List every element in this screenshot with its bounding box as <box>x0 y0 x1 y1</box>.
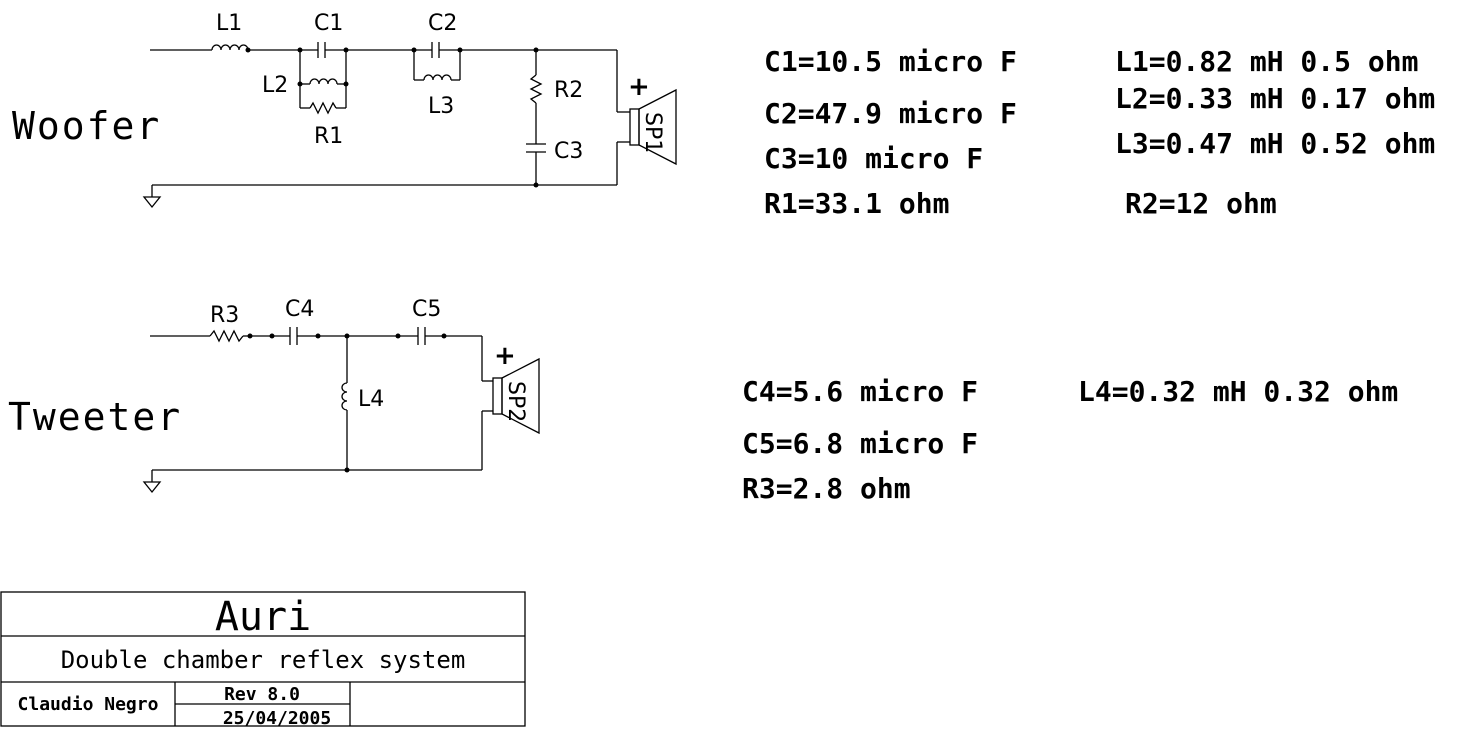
value-l4: L4=0.32 mH 0.32 ohm <box>1078 375 1398 408</box>
inductor-l2 <box>309 78 338 85</box>
value-r3: R3=2.8 ohm <box>742 472 911 505</box>
project-subtitle: Double chamber reflex system <box>61 646 466 674</box>
node <box>343 81 349 87</box>
title-block: Auri Double chamber reflex system Claudi… <box>0 591 526 729</box>
polarity-plus-sp2: + <box>494 341 516 371</box>
value-l1: L1=0.82 mH 0.5 ohm <box>1115 45 1418 78</box>
woofer-values: C1=10.5 micro F C2=47.9 micro F C3=10 mi… <box>764 45 1435 220</box>
node <box>297 81 303 87</box>
label-r3: R3 <box>210 303 239 328</box>
inductor-l4 <box>341 382 348 411</box>
label-c4: C4 <box>285 297 314 322</box>
date: 25/04/2005 <box>223 708 331 729</box>
value-r1: R1=33.1 ohm <box>764 187 949 220</box>
label-c1: C1 <box>314 11 343 36</box>
speaker-sp1 <box>629 88 677 166</box>
tweeter-title: Tweeter <box>8 395 182 439</box>
speaker-sp2 <box>492 357 540 435</box>
label-sp2: SP2 <box>503 381 528 422</box>
label-l2: L2 <box>262 73 288 98</box>
tweeter-circuit: Tweeter R3 C4 C5 L4 <box>8 297 540 494</box>
resistor-r2 <box>529 74 543 104</box>
value-r2: R2=12 ohm <box>1125 187 1277 220</box>
value-c2: C2=47.9 micro F <box>764 97 1017 130</box>
inductor-l1 <box>211 44 249 51</box>
value-c3: C3=10 micro F <box>764 142 983 175</box>
revision: Rev 8.0 <box>224 684 300 705</box>
label-l3: L3 <box>428 94 454 119</box>
value-l2: L2=0.33 mH 0.17 ohm <box>1115 82 1435 115</box>
label-c2: C2 <box>428 11 457 36</box>
inductor-l3 <box>423 74 452 81</box>
project-title: Auri <box>215 594 311 640</box>
polarity-plus-sp1: + <box>628 72 650 102</box>
value-c4: C4=5.6 micro F <box>742 375 978 408</box>
label-sp1: SP1 <box>640 112 665 153</box>
value-l3: L3=0.47 mH 0.52 ohm <box>1115 127 1435 160</box>
resistor-r1 <box>309 101 337 115</box>
label-c5: C5 <box>412 297 441 322</box>
label-l4: L4 <box>358 387 384 412</box>
woofer-title: Woofer <box>12 104 161 148</box>
woofer-circuit: Woofer L1 C1 L2 R1 <box>12 11 677 209</box>
title-block-frame <box>0 591 526 727</box>
value-c1: C1=10.5 micro F <box>764 45 1017 78</box>
label-c3: C3 <box>554 139 583 164</box>
ground-icon <box>142 196 162 209</box>
resistor-r3 <box>209 329 244 343</box>
label-l1: L1 <box>216 11 242 36</box>
tweeter-values: C4=5.6 micro F C5=6.8 micro F R3=2.8 ohm… <box>742 375 1398 505</box>
label-r1: R1 <box>314 124 343 149</box>
ground-icon <box>142 481 162 494</box>
value-c5: C5=6.8 micro F <box>742 427 978 460</box>
author: Claudio Negro <box>18 694 159 715</box>
label-r2: R2 <box>554 78 583 103</box>
